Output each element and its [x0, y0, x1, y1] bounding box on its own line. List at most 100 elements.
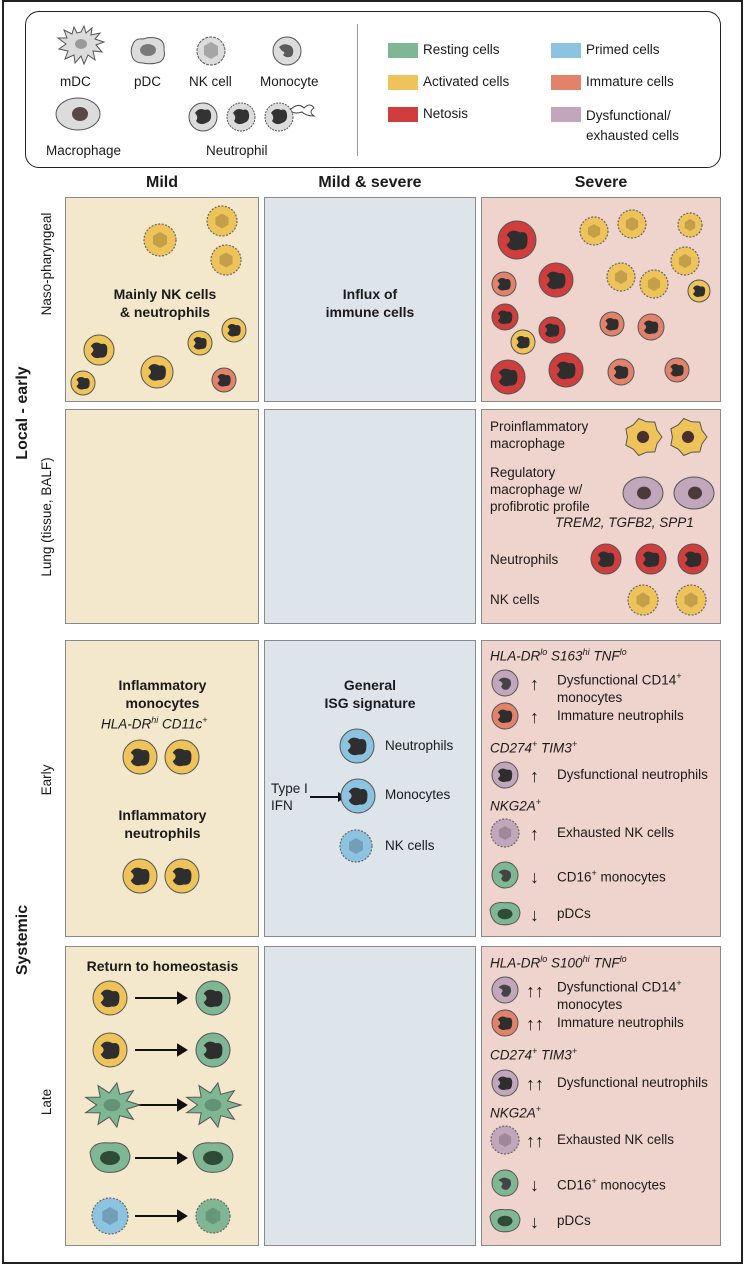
lung-nk-cell-1 [627, 584, 659, 616]
legend-label-nk: NK cell [189, 74, 232, 89]
lm-cell-1a [92, 980, 128, 1016]
legend-label-neutrophil: Neutrophil [206, 143, 268, 158]
se-nkg2a-a: NKG2A [490, 798, 536, 814]
sl-cell-dysneu [491, 1069, 519, 1097]
early-mild-markers: HLA-DRhi CD11c+ [101, 715, 208, 732]
panel-naso-both [264, 197, 476, 402]
sl-m3sup: lo [619, 954, 627, 964]
macrophage-icon [55, 97, 101, 131]
naso-severe-cell-17 [607, 358, 635, 386]
early-mild-title1: Inflammatory monocytes [118, 677, 207, 711]
lung-genes-label: TREM2, TGFB2, SPP1 [555, 515, 694, 530]
lung-regulatory-cell-1 [622, 476, 664, 510]
lm-cell-4a [89, 1142, 131, 1173]
legend-label-primed: Primed cells [586, 42, 660, 57]
sl-m1sup: lo [540, 954, 548, 964]
early-mild-neutrophil-2 [164, 858, 200, 894]
panel-late-severe [481, 946, 721, 1246]
column-header-severe: Severe [574, 174, 628, 191]
naso-severe-cell-8 [579, 216, 609, 246]
lm-cell-1b [195, 980, 231, 1016]
se-up-1: ↑ [530, 674, 539, 694]
se-dys-cd14-b: monocytes [557, 689, 623, 705]
naso-both-text: Influx of immune cells [325, 286, 415, 320]
sl-cd274: CD274+ TIM3+ [490, 1046, 577, 1063]
se-cd16-b: monocytes [596, 869, 666, 885]
legend-label-netosis: Netosis [423, 106, 469, 121]
naso-severe-cell-5 [538, 316, 566, 344]
sl-cell-dys-cd14 [491, 976, 519, 1004]
se-dys-cd14: Dysfunctional CD14+monocytes [557, 668, 682, 706]
se-up-3: ↑ [530, 766, 539, 786]
type1-ifn-label: Type I IFN [271, 781, 308, 813]
se-cd274-a: CD274 [490, 740, 533, 756]
panel-lung-both [264, 409, 476, 624]
sl-plus-2: + [532, 1046, 538, 1056]
se-m2: S163 [547, 648, 583, 664]
se-cell-dys-cd14 [491, 669, 519, 697]
se-cell-immature [491, 702, 519, 730]
legend-label-mdc: mDC [60, 74, 91, 89]
sl-upup-4: ↑↑ [526, 1131, 544, 1151]
se-pdc: pDCs [557, 906, 591, 921]
legend-label-monocyte: Monocyte [260, 74, 319, 89]
row-label-early: Early [39, 764, 54, 796]
naso-mild-cell-7 [70, 370, 96, 396]
se-cell-exh [490, 818, 520, 848]
lung-proinflammatory-label: Proinflammatory macrophage [490, 419, 589, 451]
sl-dys-cd14-a: Dysfunctional CD14 [557, 979, 677, 995]
naso-severe-cell-11 [606, 262, 636, 292]
early-both-nk [339, 829, 373, 863]
se-plus-3: + [571, 739, 578, 749]
lung-regulatory-label: Regulatory macrophage w/ profibrotic pro… [490, 465, 590, 514]
se-down-1: ↓ [530, 867, 539, 887]
lung-nk-cell-2 [675, 584, 707, 616]
se-cd16: CD16+ monocytes [557, 868, 666, 885]
lm-cell-5a [91, 1197, 129, 1235]
sl-cd16-b: monocytes [596, 1177, 666, 1193]
panel-lung-mild [65, 409, 259, 624]
row-label-local-early: Local - early [14, 366, 31, 460]
naso-mild-cell-4 [187, 330, 213, 356]
row-label-systemic: Systemic [14, 904, 31, 976]
naso-severe-cell-7 [548, 352, 584, 388]
naso-severe-cell-9 [617, 209, 647, 239]
lung-regulatory-cell-2 [673, 476, 715, 510]
se-plus-4: + [535, 797, 542, 807]
row-label-nasopharyngeal: Naso-pharyngeal [39, 212, 54, 316]
legend: mDC pDC NK cell Monocyte Macrophage Neut… [25, 11, 721, 168]
naso-severe-cell-10 [677, 212, 703, 238]
legend-label-activated: Activated cells [423, 74, 510, 89]
mdc-icon [56, 24, 106, 66]
pdc-icon [130, 37, 165, 65]
naso-severe-cell-15 [637, 313, 665, 341]
sl-cell-cd16 [491, 1169, 519, 1197]
lm-cell-2b [195, 1032, 231, 1068]
sl-dys-cd14-b: monocytes [557, 996, 623, 1012]
swatch-activated [388, 75, 418, 90]
legend-divider [357, 24, 358, 156]
lm-cell-2a [92, 1032, 128, 1068]
se-m3: TNF [589, 648, 620, 664]
lung-nk-label: NK cells [490, 592, 540, 607]
lung-neutrophil-cell-3 [677, 543, 709, 575]
sl-dys-cd14: Dysfunctional CD14+monocytes [557, 975, 682, 1013]
marker-cd11c-sup: + [202, 715, 208, 725]
naso-severe-cell-16 [599, 311, 625, 337]
naso-mild-cell-0 [206, 205, 238, 237]
naso-severe-cell-12 [639, 269, 669, 299]
se-plus-2: + [532, 739, 538, 749]
sl-plus-5: + [591, 1176, 597, 1186]
neutrophil-icon [188, 102, 316, 132]
panel-early-severe [481, 640, 721, 937]
se-tim3: TIM3 [537, 740, 572, 756]
naso-mild-cell-8 [211, 367, 237, 393]
early-both-neutrophil [339, 728, 375, 764]
se-m1sup: lo [540, 647, 548, 657]
sl-nkg2a: NKG2A+ [490, 1104, 541, 1121]
monocyte-icon [272, 36, 302, 66]
panel-early-mild [65, 640, 259, 937]
se-cell-dysneu [491, 761, 519, 789]
se-dys-cd14-a: Dysfunctional CD14 [557, 672, 677, 688]
severe-early-markers: HLA-DRlo S163hi TNFlo [490, 647, 627, 664]
